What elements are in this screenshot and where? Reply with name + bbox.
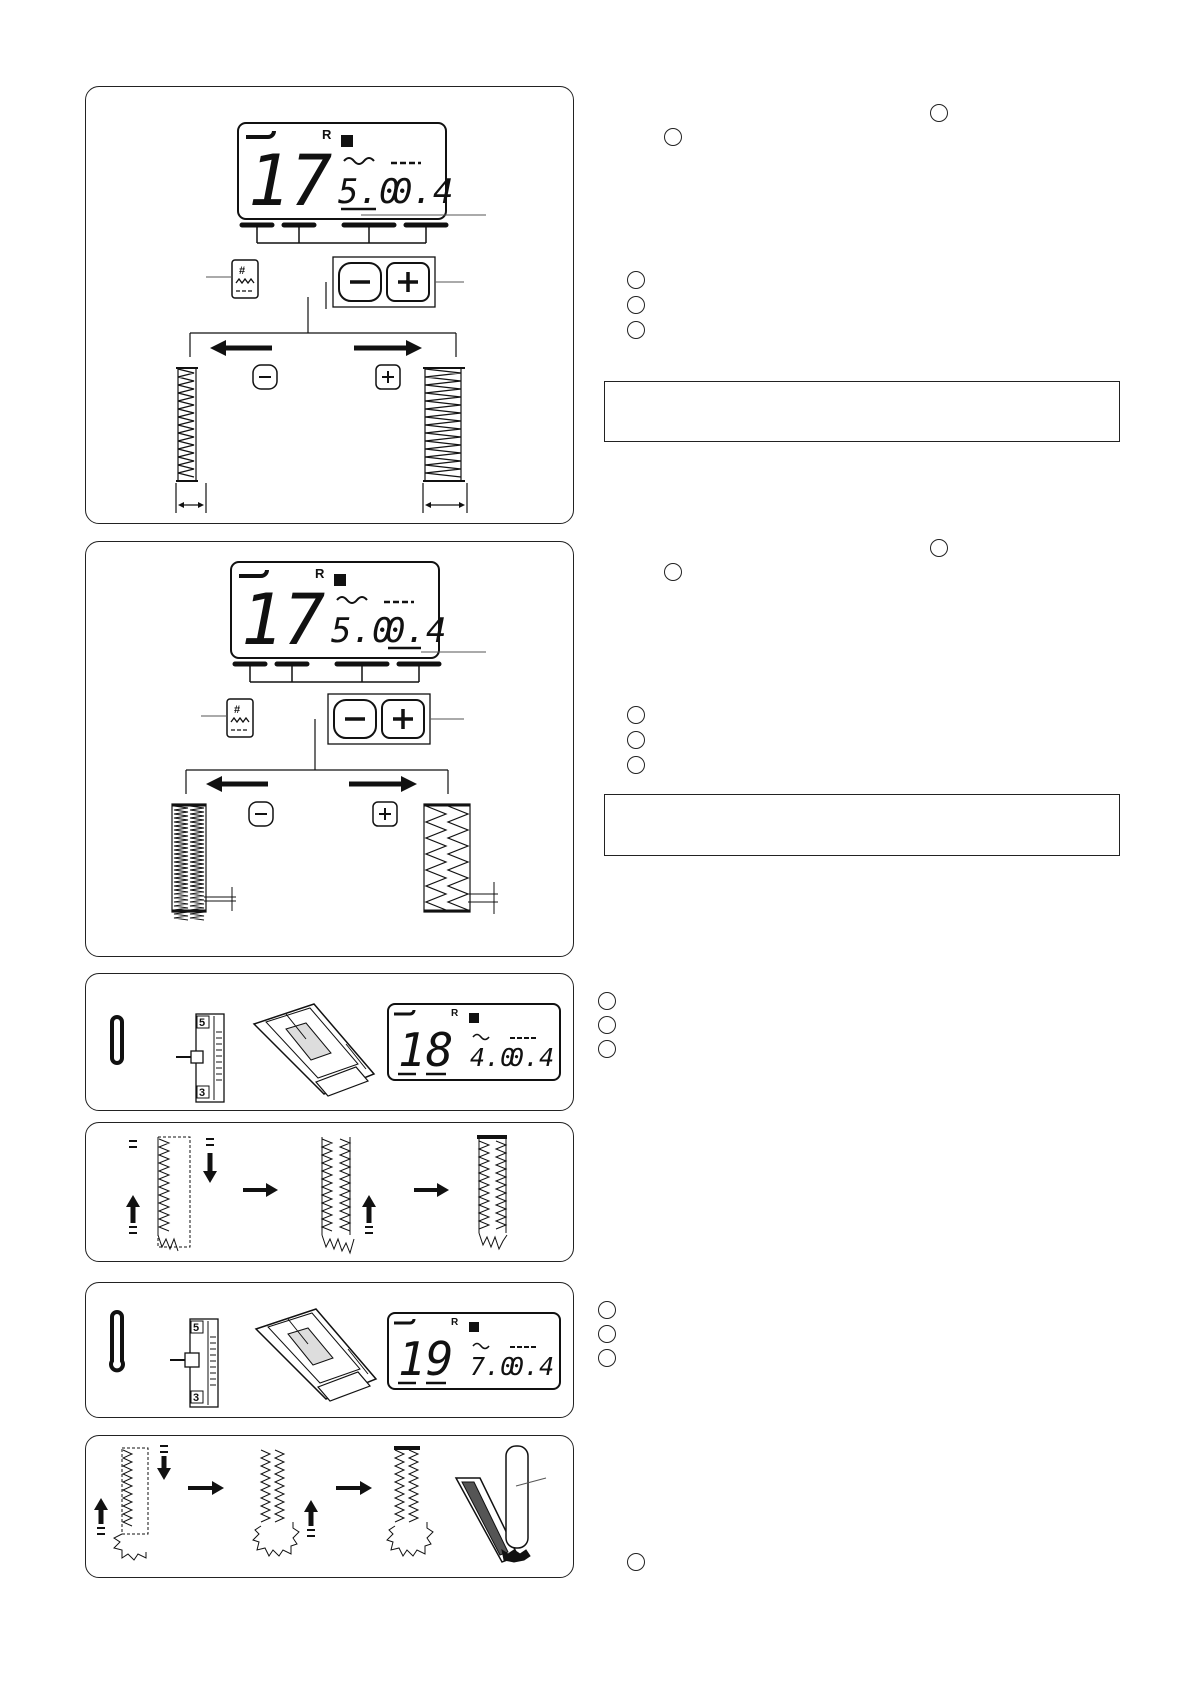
square-buttonhole-illustration: 5 3 R 18 4.0 0.4 (110, 1003, 561, 1103)
wide-zigzag-sample (423, 367, 465, 482)
next-step-arrow-icon (336, 1481, 372, 1495)
buttonhole-size-gauge: 5 3 (176, 1013, 225, 1103)
seam-ripper-icon (454, 1445, 547, 1563)
callout-circle (664, 128, 682, 146)
reverse-indicator: R (322, 127, 332, 142)
lcd-display (237, 122, 447, 220)
width-value: 5.0 (338, 172, 399, 212)
backward-arrow-icon (362, 1195, 376, 1234)
pattern-number: 18 (398, 1023, 453, 1077)
density-adjust-illustration: R 17 5.0 0.4 # (171, 561, 498, 921)
lcd-display (387, 1312, 561, 1390)
keyhole-buttonhole-sequence-panel (85, 1435, 574, 1578)
presser-foot-icon (246, 130, 276, 139)
buttonhole-foot-icon (469, 1013, 479, 1023)
lcd-display (230, 561, 440, 659)
buttonhole-foot-icon (469, 1322, 479, 1332)
forward-arrow-icon (129, 1138, 217, 1183)
callout-circle (598, 992, 616, 1010)
pattern-number: 17 (248, 140, 332, 222)
buttonhole-shape-icon (110, 1015, 124, 1065)
callout-circle (627, 756, 645, 774)
callout-circle (598, 1349, 616, 1367)
buttonhole-foot-icon (252, 1003, 376, 1097)
lcd-display (387, 1003, 561, 1081)
step-one-keyhole (113, 1447, 149, 1561)
finished-buttonhole (477, 1135, 508, 1251)
gauge-bottom-label: 3 (193, 1392, 199, 1404)
buttonhole-foot-icon (334, 574, 346, 586)
presser-foot-icon (394, 1318, 416, 1325)
pattern-number: 17 (241, 579, 325, 661)
presser-foot-icon (239, 569, 269, 578)
increase-arrow-icon (406, 340, 422, 356)
width-value: 7.0 (470, 1352, 515, 1381)
callout-circle (627, 296, 645, 314)
square-sequence-illustration (126, 1135, 508, 1255)
note-box (604, 381, 1120, 442)
buttonhole-foot-icon (341, 135, 353, 147)
buttonhole-size-gauge: 5 3 (170, 1318, 219, 1408)
svg-text:#: # (239, 265, 245, 277)
forward-arrow-icon (157, 1445, 171, 1480)
presser-foot-icon (394, 1009, 416, 1016)
width-value: 4.0 (470, 1043, 515, 1072)
gauge-top-label: 5 (199, 1017, 205, 1029)
next-step-arrow-icon (243, 1183, 278, 1197)
callout-circle (598, 1040, 616, 1058)
callout-circle (930, 104, 948, 122)
dense-buttonhole-sample (171, 803, 207, 921)
callout-circle (930, 539, 948, 557)
reverse-indicator: R (451, 1317, 459, 1328)
decrease-arrow-icon (206, 776, 222, 792)
width-value: 5.0 (331, 611, 392, 651)
width-adjust-panel: R 17 5.0 0.4 # (85, 86, 574, 524)
callout-circle (627, 1553, 645, 1571)
callout-circle (627, 271, 645, 289)
length-value: 0.4 (509, 1352, 554, 1381)
width-adjust-illustration: R 17 5.0 0.4 # (175, 122, 486, 513)
finished-keyhole (386, 1446, 434, 1557)
length-value: 0.4 (392, 172, 453, 212)
callout-circle (598, 1016, 616, 1034)
next-step-arrow-icon (188, 1481, 224, 1495)
density-adjust-panel: R 17 5.0 0.4 # (85, 541, 574, 957)
callout-circle (627, 731, 645, 749)
decrease-arrow-icon (210, 340, 226, 356)
svg-text:#: # (234, 704, 240, 716)
zigzag-width-icon (336, 596, 368, 604)
keyhole-buttonhole-illustration: 5 3 R 19 7.0 0.4 (109, 1308, 561, 1408)
keyhole-buttonhole-panel: 5 3 R 19 7.0 0.4 (85, 1282, 574, 1418)
gauge-top-label: 5 (193, 1322, 199, 1334)
reverse-indicator: R (315, 566, 325, 581)
callout-circle (627, 321, 645, 339)
narrow-zigzag-sample (176, 367, 198, 482)
buttonhole-foot-icon (254, 1308, 378, 1402)
backward-arrow-icon (304, 1500, 318, 1537)
callout-circle (598, 1325, 616, 1343)
pattern-number: 19 (398, 1332, 453, 1386)
square-buttonhole-panel: 5 3 R 18 4.0 0.4 (85, 973, 574, 1111)
callout-circle (664, 563, 682, 581)
next-step-arrow-icon (414, 1183, 449, 1197)
step-two-buttonhole (320, 1137, 355, 1255)
reverse-indicator: R (451, 1008, 459, 1019)
note-box (604, 794, 1120, 856)
length-value: 0.4 (509, 1043, 554, 1072)
increase-arrow-icon (401, 776, 417, 792)
callout-circle (627, 706, 645, 724)
gauge-bottom-label: 3 (199, 1087, 205, 1099)
backward-arrow-icon (94, 1498, 108, 1535)
callout-circle (598, 1301, 616, 1319)
zigzag-width-icon (343, 157, 375, 165)
backward-arrow-icon (126, 1195, 140, 1234)
length-value: 0.4 (385, 611, 446, 651)
step-one-buttonhole (157, 1136, 191, 1252)
open-buttonhole-sample (423, 803, 471, 913)
keyhole-shape-icon (109, 1310, 125, 1373)
square-buttonhole-sequence-panel (85, 1122, 574, 1262)
keyhole-sequence-illustration (94, 1445, 547, 1563)
step-two-keyhole (252, 1449, 300, 1557)
